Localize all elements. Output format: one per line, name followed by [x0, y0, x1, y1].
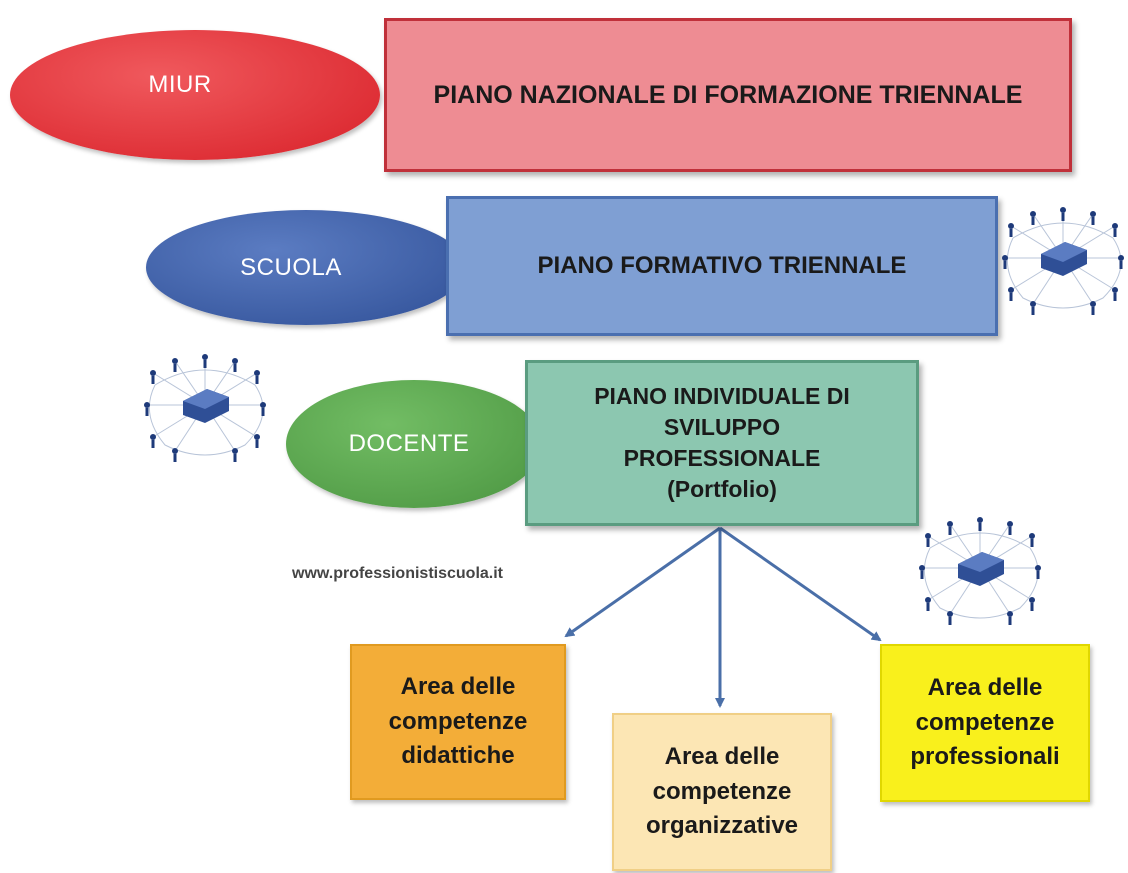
scuola-label: SCUOLA — [240, 253, 342, 281]
area-didattiche-label: Area delle competenze didattiche — [388, 672, 528, 770]
area-organizzative-label: Area delle competenze organizzative — [645, 742, 799, 840]
miur-ellipse: MIUR — [10, 30, 380, 160]
arrow-to-didattiche — [564, 526, 721, 638]
individual-plan-box: PIANO INDIVIDUALE DI SVILUPPO PROFESSION… — [525, 360, 919, 526]
school-plan-title: PIANO FORMATIVO TRIENNALE — [537, 252, 907, 279]
scuola-ellipse: SCUOLA — [146, 210, 466, 325]
area-professionali-box: Area delle competenze professionali — [880, 644, 1090, 802]
school-plan-box: PIANO FORMATIVO TRIENNALE — [446, 196, 998, 336]
individual-plan-title: PIANO INDIVIDUALE DI SVILUPPO PROFESSION… — [594, 382, 850, 503]
area-organizzative-box: Area delle competenze organizzative — [612, 713, 832, 871]
arrow-to-professionali — [719, 526, 882, 642]
area-professionali-label: Area delle competenze professionali — [910, 673, 1060, 771]
national-plan-title: PIANO NAZIONALE DI FORMAZIONE TRIENNALE — [433, 80, 1023, 109]
docente-ellipse: DOCENTE — [286, 380, 542, 508]
national-plan-box: PIANO NAZIONALE DI FORMAZIONE TRIENNALE — [384, 18, 1072, 172]
miur-label: MIUR — [148, 71, 212, 98]
website-text: www.professionistiscuola.it — [292, 565, 503, 582]
area-didattiche-box: Area delle competenze didattiche — [350, 644, 566, 800]
docente-label: DOCENTE — [348, 430, 470, 457]
